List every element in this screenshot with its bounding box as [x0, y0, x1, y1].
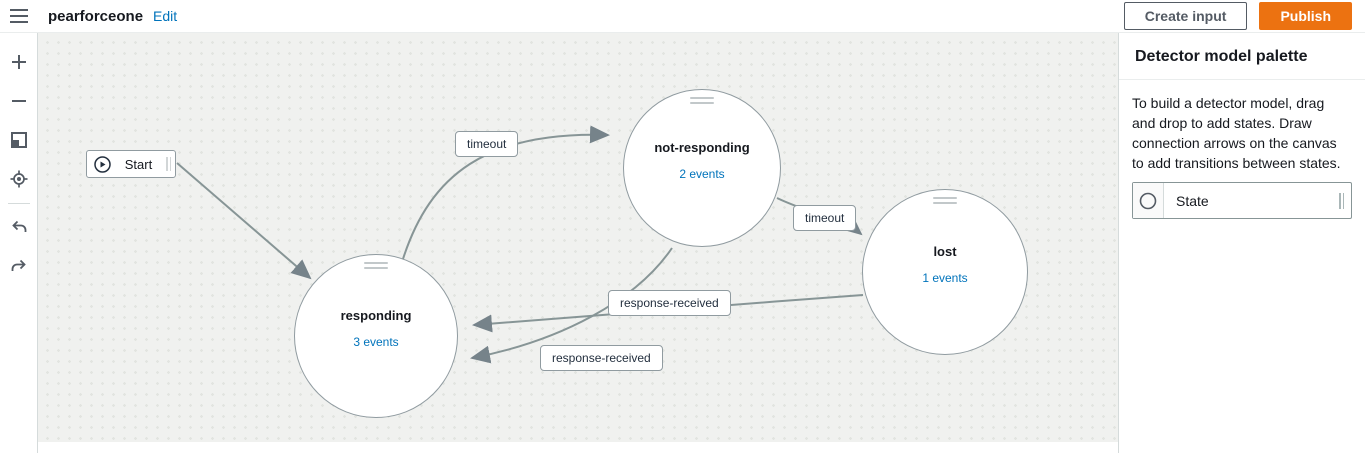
start-node[interactable]: Start	[86, 150, 176, 178]
state-node-responding[interactable]: responding 3 events	[294, 254, 458, 418]
palette-divider	[1119, 79, 1365, 80]
canvas-tool-rail	[0, 33, 38, 453]
redo-icon[interactable]	[7, 255, 31, 279]
drag-handle-icon[interactable]	[933, 197, 957, 204]
edit-link[interactable]: Edit	[153, 8, 178, 24]
palette-description: To build a detector model, drag and drop…	[1132, 95, 1341, 171]
rail-divider	[7, 203, 30, 204]
edge-response-received-not-responding-to-responding[interactable]	[470, 247, 673, 364]
undo-icon[interactable]	[7, 216, 31, 240]
center-view-icon[interactable]	[7, 167, 31, 191]
state-events-link[interactable]: 2 events	[679, 166, 725, 181]
state-node-not-responding[interactable]: not-responding 2 events	[623, 89, 781, 247]
zoom-out-icon[interactable]	[7, 89, 31, 113]
drag-handle-icon[interactable]	[364, 262, 388, 269]
circle-state-icon	[1133, 183, 1164, 218]
create-input-button[interactable]: Create input	[1123, 2, 1248, 30]
edge-start-to-responding[interactable]	[176, 162, 312, 280]
drag-handle-icon[interactable]	[1339, 192, 1344, 209]
detector-model-palette-panel: Detector model palette To build a detect…	[1118, 33, 1365, 453]
state-events-link[interactable]: 3 events	[353, 334, 399, 349]
edge-timeout-responding-to-not-responding[interactable]	[402, 125, 610, 260]
start-node-label: Start	[124, 156, 153, 172]
state-node-lost[interactable]: lost 1 events	[862, 189, 1028, 355]
transition-label-timeout-2[interactable]: timeout	[793, 205, 857, 231]
transition-label-response-received-2[interactable]: response-received	[540, 345, 663, 371]
palette-state-item[interactable]: State	[1132, 182, 1352, 219]
state-events-link[interactable]: 1 events	[922, 270, 968, 285]
state-name: lost	[933, 243, 957, 259]
state-name: not-responding	[654, 139, 750, 155]
page-title: pearforceone	[48, 7, 144, 25]
hamburger-menu-icon[interactable]	[0, 0, 38, 33]
transition-label-response-received-1[interactable]: response-received	[608, 290, 731, 316]
zoom-in-icon[interactable]	[7, 50, 31, 74]
transition-label-timeout-1[interactable]: timeout	[455, 131, 519, 157]
detector-model-canvas[interactable]: Start responding 3 events not-responding…	[38, 33, 1118, 442]
publish-button[interactable]: Publish	[1259, 2, 1352, 30]
fit-view-icon[interactable]	[7, 128, 31, 152]
palette-state-item-label: State	[1176, 192, 1209, 209]
header-actions: Create input Publish	[1123, 2, 1365, 30]
play-icon	[94, 155, 111, 173]
palette-title: Detector model palette	[1135, 48, 1308, 65]
drag-handle-icon[interactable]	[166, 157, 171, 171]
state-name: responding	[340, 307, 412, 323]
top-bar: pearforceone Edit Create input Publish	[0, 0, 1365, 33]
drag-handle-icon[interactable]	[690, 97, 714, 104]
